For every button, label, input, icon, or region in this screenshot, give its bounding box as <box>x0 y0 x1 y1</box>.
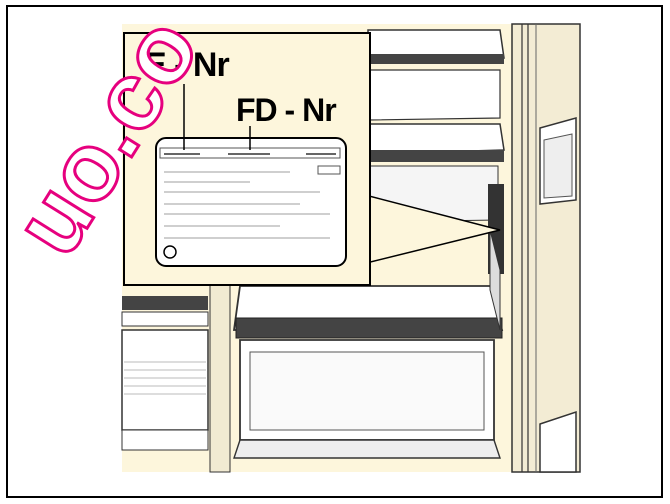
watermark-text: uo.co <box>0 0 219 273</box>
watermark: uo.co <box>0 0 260 280</box>
crisper-drawer <box>234 340 500 458</box>
fridge-door <box>512 24 580 472</box>
left-compartment <box>122 280 230 472</box>
